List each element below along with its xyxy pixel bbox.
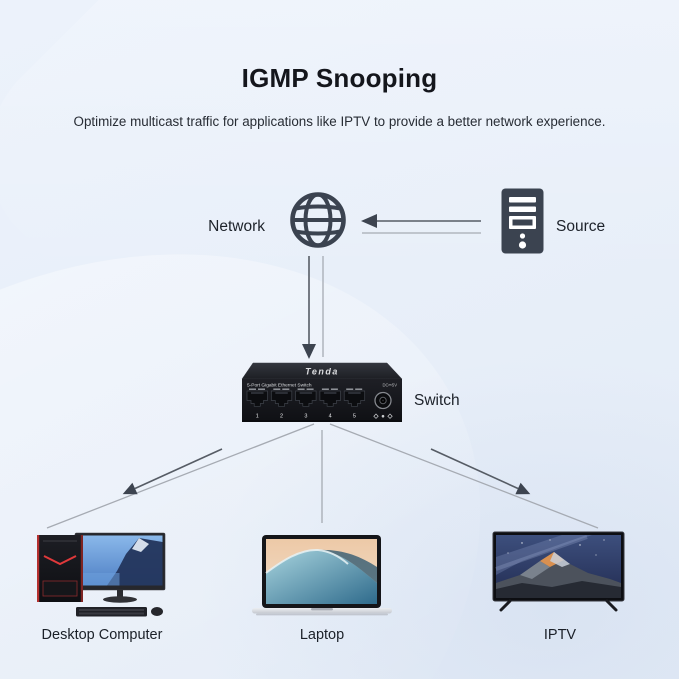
switch-label: Switch — [414, 392, 460, 409]
desktop-computer-label: Desktop Computer — [41, 627, 163, 643]
iptv-label: IPTV — [543, 627, 577, 643]
line-switch-to-iptv — [329, 423, 599, 529]
svg-text:4: 4 — [329, 414, 332, 420]
line-switch-to-desktop — [46, 423, 315, 529]
polarity-marks — [373, 413, 393, 419]
dc-power-jack — [374, 391, 392, 410]
svg-text:2: 2 — [280, 414, 283, 420]
page-subtitle: Optimize multicast traffic for applicati… — [73, 114, 606, 129]
rj45-port — [295, 388, 317, 407]
page-title: IGMP Snooping — [241, 63, 438, 93]
svg-text:3: 3 — [304, 414, 307, 420]
source-label: Source — [556, 218, 606, 235]
switch-brand-logo: Tenda — [305, 367, 339, 377]
rj45-port — [246, 388, 268, 407]
server-icon — [501, 188, 544, 254]
rj45-port — [343, 388, 366, 407]
laptop-wallpaper — [265, 539, 377, 604]
tv-image — [492, 531, 625, 612]
tv-wallpaper — [495, 535, 621, 598]
ethernet-switch-device: Tenda 5-Port Gigabit Ethernet Switch DC⎓… — [241, 362, 403, 422]
keyboard — [76, 607, 147, 617]
laptop-label: Laptop — [299, 627, 345, 643]
monitor — [74, 532, 166, 603]
tv-legs — [499, 599, 618, 612]
rj45-port — [319, 388, 341, 407]
switch-model-text: 5-Port Gigabit Ethernet Switch — [247, 383, 312, 389]
arrow-network-to-switch — [302, 256, 324, 359]
tower-pc — [37, 535, 83, 602]
laptop-base — [252, 608, 392, 616]
desktop-computer-image — [37, 532, 166, 617]
switch-port-numbers: 1 2 3 4 5 — [256, 414, 356, 420]
globe-icon — [290, 192, 346, 248]
rj45-port — [270, 388, 293, 407]
svg-text:1: 1 — [256, 414, 259, 420]
mouse — [151, 607, 163, 616]
arrow-source-to-network — [361, 214, 481, 234]
switch-ports — [246, 388, 366, 407]
svg-text:5: 5 — [353, 414, 356, 420]
laptop-image — [252, 535, 392, 616]
network-label: Network — [208, 218, 265, 235]
switch-power-text: DC⎓5V — [382, 383, 397, 388]
